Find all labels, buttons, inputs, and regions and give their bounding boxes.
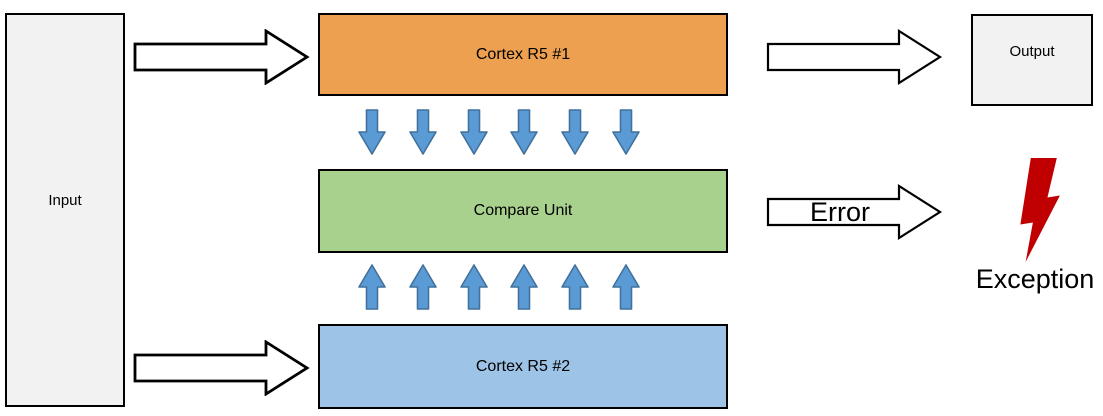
up-bus-arrow-icon xyxy=(612,264,640,310)
down-bus-arrow-icon xyxy=(510,109,539,155)
input-to-cortex1-arrow-icon xyxy=(133,29,311,85)
node-output-label: Output xyxy=(1009,42,1055,60)
input-to-cortex2-arrow-icon xyxy=(133,340,311,396)
down-bus-arrow-icon xyxy=(459,109,488,155)
node-input: Input xyxy=(5,13,125,407)
down-bus-arrow-icon xyxy=(358,109,386,155)
node-cortex-r5-2-label: Cortex R5 #2 xyxy=(475,357,571,375)
down-bus-arrow-icon xyxy=(561,109,589,155)
up-bus-arrow-icon xyxy=(358,264,386,310)
node-cortex-r5-1: Cortex R5 #1 xyxy=(318,13,728,96)
down-bus-arrow-icon xyxy=(612,109,640,155)
up-bus-arrow-icon xyxy=(561,264,589,310)
error-arrow-icon: Error xyxy=(766,184,944,240)
down-bus-arrow-icon xyxy=(408,109,437,155)
exception-lightning-bolt-icon xyxy=(1020,158,1060,262)
cortex2-to-compare-bus xyxy=(357,264,641,310)
cortex1-to-compare-bus xyxy=(357,109,641,155)
node-cortex-r5-1-label: Cortex R5 #1 xyxy=(475,45,571,63)
up-bus-arrow-icon xyxy=(510,264,539,310)
cortex1-to-output-arrow-icon xyxy=(766,29,944,85)
up-bus-arrow-icon xyxy=(408,264,437,310)
error-arrow-label: Error xyxy=(810,196,870,227)
node-compare-unit-label: Compare Unit xyxy=(473,202,573,219)
exception-label: Exception xyxy=(975,264,1095,294)
node-input-label: Input xyxy=(48,191,82,209)
node-compare-unit: Compare Unit xyxy=(318,169,728,253)
up-bus-arrow-icon xyxy=(459,264,488,310)
node-cortex-r5-2: Cortex R5 #2 xyxy=(318,324,728,409)
node-output: Output xyxy=(971,14,1093,106)
